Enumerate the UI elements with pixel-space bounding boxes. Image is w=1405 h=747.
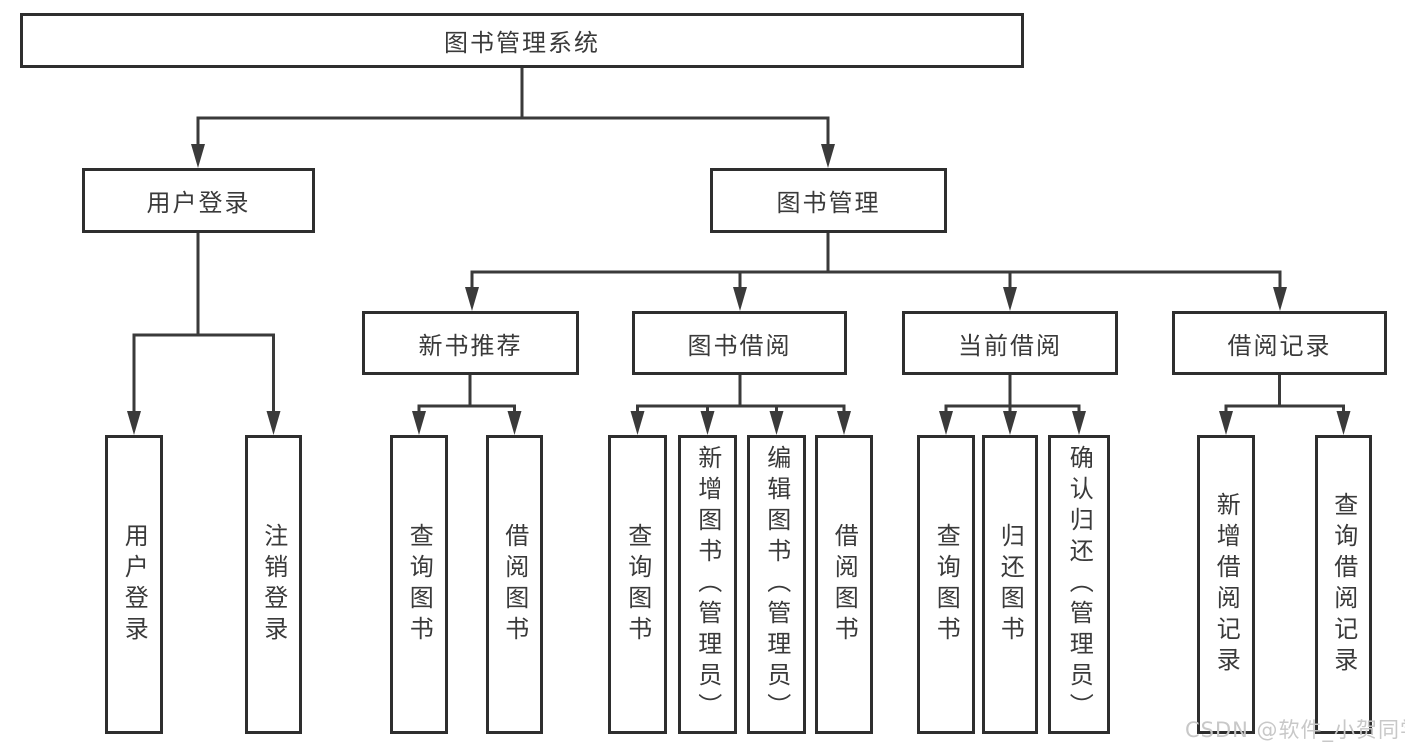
node-new-book-recommendation: 新书推荐 xyxy=(362,311,579,375)
node-label: 注销登录 xyxy=(259,522,288,647)
arrowhead-icons xyxy=(127,144,1351,435)
node-leaf-query-books-2: 查询图书 xyxy=(608,435,667,734)
node-label: 用户登录 xyxy=(146,189,251,217)
node-borrowing-records: 借阅记录 xyxy=(1172,311,1387,375)
node-label: 新书推荐 xyxy=(418,331,523,360)
node-leaf-add-borrow-record: 新增借阅记录 xyxy=(1197,435,1255,734)
node-user-login: 用户登录 xyxy=(82,168,315,233)
node-leaf-query-borrow-record: 查询借阅记录 xyxy=(1315,435,1372,734)
node-label: 确认归还（管理员） xyxy=(1065,445,1094,724)
node-label: 借阅图书 xyxy=(830,522,859,647)
node-label: 图书管理系统 xyxy=(444,29,600,57)
node-label: 图书借阅 xyxy=(687,331,792,360)
node-book-borrowing: 图书借阅 xyxy=(632,311,847,375)
node-label: 新增图书（管理员） xyxy=(693,445,722,724)
node-label: 图书管理 xyxy=(776,189,881,217)
node-leaf-add-books-admin: 新增图书（管理员） xyxy=(678,435,737,734)
node-label: 借阅图书 xyxy=(500,522,529,647)
node-label: 查询图书 xyxy=(932,522,961,647)
node-leaf-borrow-books-2: 借阅图书 xyxy=(815,435,873,734)
node-leaf-logout: 注销登录 xyxy=(245,435,302,734)
node-label: 用户登录 xyxy=(120,522,149,647)
node-label: 当前借阅 xyxy=(958,331,1062,360)
node-label: 编辑图书（管理员） xyxy=(762,445,791,724)
node-label: 借阅记录 xyxy=(1227,331,1332,360)
node-library-system: 图书管理系统 xyxy=(20,13,1024,68)
node-leaf-return-books: 归还图书 xyxy=(982,435,1038,734)
node-current-borrowing: 当前借阅 xyxy=(902,311,1118,375)
node-leaf-user-login: 用户登录 xyxy=(105,435,163,734)
node-leaf-edit-books-admin: 编辑图书（管理员） xyxy=(747,435,806,734)
node-label: 归还图书 xyxy=(996,522,1025,647)
node-label: 查询图书 xyxy=(623,522,652,647)
node-label: 新增借阅记录 xyxy=(1212,491,1241,678)
node-leaf-confirm-return-admin: 确认归还（管理员） xyxy=(1048,435,1110,734)
node-leaf-query-books-1: 查询图书 xyxy=(390,435,448,734)
csdn-watermark: CSDN @软件_小贺同学 xyxy=(1185,718,1405,742)
node-leaf-borrow-books-1: 借阅图书 xyxy=(486,435,543,734)
node-label: 查询借阅记录 xyxy=(1329,491,1358,678)
node-leaf-query-books-3: 查询图书 xyxy=(917,435,975,734)
node-label: 查询图书 xyxy=(405,522,434,647)
node-book-management: 图书管理 xyxy=(710,168,947,233)
